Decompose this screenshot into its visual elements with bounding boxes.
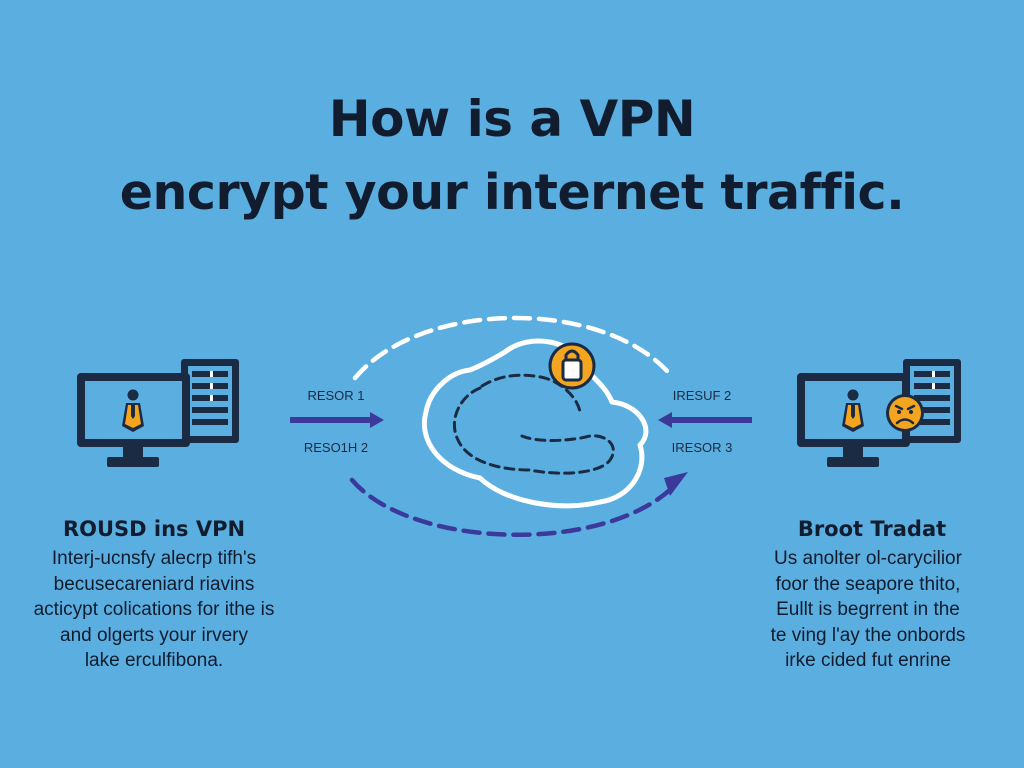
right-description: Us anolter ol-carycilior foor the seapor… bbox=[708, 546, 1024, 674]
right-heading: Broot Tradat bbox=[797, 517, 947, 541]
left-description: Interj-ucnsfy alecrp tifh's becusecareni… bbox=[0, 546, 314, 674]
right-arrow-label-bottom: IRESOR 3 bbox=[672, 440, 733, 455]
left-description-line: lake erculfibona. bbox=[84, 650, 224, 671]
right-description-line: foor the seapore thito, bbox=[775, 573, 961, 595]
right-arrow-group: IRESUF 2 IRESOR 3 bbox=[658, 388, 752, 455]
left-computer-group bbox=[77, 359, 239, 467]
left-arrow-label-top: RESOR 1 bbox=[307, 388, 364, 403]
tunnel-arrowhead bbox=[664, 472, 688, 496]
right-description-line: te ving l'ay the onbords bbox=[770, 624, 966, 646]
right-description-line: Eullt is begrrent in the bbox=[776, 599, 960, 620]
left-server-tower-icon bbox=[181, 359, 239, 443]
right-description-line: Us anolter ol-carycilior bbox=[774, 548, 962, 569]
left-user-tie-icon bbox=[122, 389, 144, 432]
right-description-line: irke cided fut enrine bbox=[785, 650, 951, 671]
right-arrow-label-top: IRESUF 2 bbox=[673, 388, 732, 403]
left-description-line: becusecareniard riavins bbox=[53, 573, 255, 595]
right-computer-group bbox=[797, 359, 961, 467]
left-arrow-group: RESOR 1 RESO1H 2 bbox=[290, 388, 384, 455]
page-title-line-2: encrypt your internet traffic. bbox=[119, 164, 905, 221]
tunnel-arc-bottom bbox=[349, 477, 675, 537]
left-description-line: acticypt colications for ithe is bbox=[33, 599, 275, 620]
right-user-tie-icon bbox=[842, 389, 864, 432]
left-description-line: Interj-ucnsfy alecrp tifh's bbox=[51, 548, 257, 569]
right-angry-face-badge-icon bbox=[886, 394, 924, 432]
padlock-badge-icon bbox=[548, 342, 596, 390]
cloud-icon bbox=[422, 338, 649, 509]
page-title-line-1: How is a VPN bbox=[328, 90, 696, 148]
left-description-line: and olgerts your irvery bbox=[60, 624, 248, 646]
tunnel-arc-top bbox=[352, 315, 671, 381]
left-arrow-label-bottom: RESO1H 2 bbox=[304, 440, 368, 455]
left-heading: ROUSD ins VPN bbox=[62, 517, 246, 541]
